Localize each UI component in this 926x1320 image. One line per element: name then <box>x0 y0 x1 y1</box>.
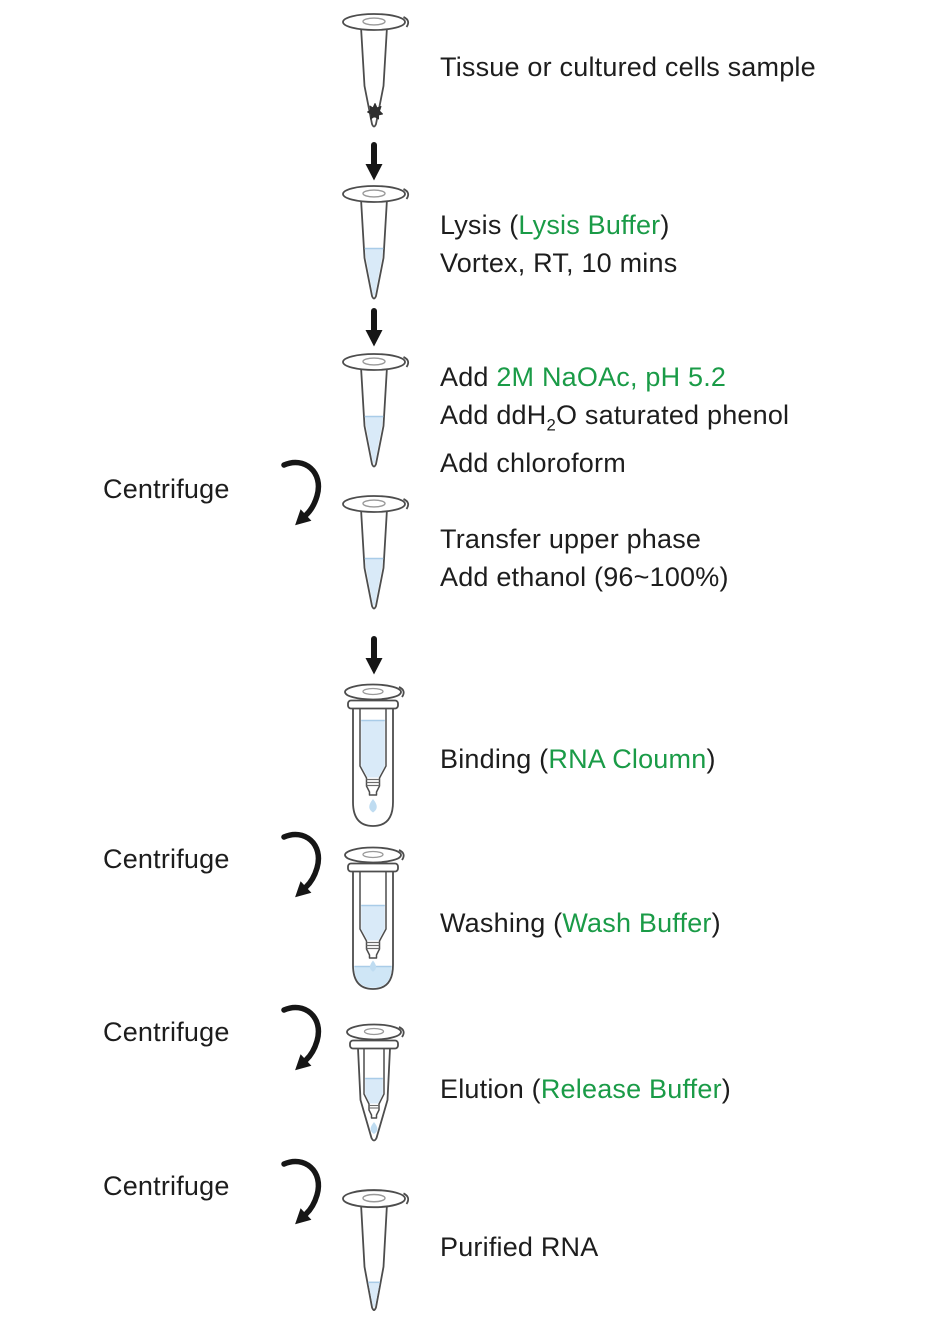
lysis-pre-text: Lysis ( <box>440 210 519 240</box>
purified-rna-text: Purified RNA <box>440 1232 599 1262</box>
binding-pre-text: Binding ( <box>440 744 549 774</box>
ethanol-text: Add ethanol (96~100%) <box>440 562 729 592</box>
spin-column-binding-icon <box>333 682 417 834</box>
wash-buffer-text: Wash Buffer <box>562 908 712 938</box>
release-buffer-text: Release Buffer <box>540 1074 722 1104</box>
step-add-reagents-label: Add 2M NaOAc, pH 5.2 Add ddH2O saturated… <box>440 358 789 482</box>
step-purified-label: Purified RNA <box>440 1228 598 1266</box>
centrifuge-arrow-icon <box>272 458 326 532</box>
ddh2o-subscript: 2 <box>546 415 556 435</box>
spin-column-elution-icon <box>336 1022 416 1154</box>
vortex-text: Vortex, RT, 10 mins <box>440 248 678 278</box>
transfer-line2: Add ethanol (96~100%) <box>440 558 729 596</box>
step-elution-label: Elution (Release Buffer) <box>440 1070 731 1108</box>
chloroform-text: Add chloroform <box>440 448 626 479</box>
down-arrow-icon <box>364 636 384 676</box>
transfer-line1: Transfer upper phase <box>440 520 729 558</box>
microtube-reagents-icon <box>337 352 413 474</box>
microtube-purified-icon <box>337 1188 413 1318</box>
reagents-line1: Add 2M NaOAc, pH 5.2 <box>440 358 789 396</box>
centrifuge-text: Centrifuge <box>103 1017 230 1047</box>
centrifuge-label-1: Centrifuge <box>103 473 230 505</box>
transfer-text: Transfer upper phase <box>440 524 702 554</box>
elution-post-text: ) <box>721 1074 731 1104</box>
binding-post-text: ) <box>706 744 716 774</box>
reagents-line2: Add ddH2O saturated phenol <box>440 396 789 444</box>
naoac-text: 2M NaOAc, pH 5.2 <box>496 362 727 392</box>
microtube-lysis-icon <box>337 184 413 306</box>
spin-column-washing-icon <box>333 845 417 997</box>
centrifuge-label-3: Centrifuge <box>103 1016 230 1048</box>
step-sample-label: Tissue or cultured cells sample <box>440 48 816 86</box>
lysis-line1: Lysis (Lysis Buffer) <box>440 206 677 244</box>
microtube-transfer-icon <box>337 494 413 616</box>
sample-text: Tissue or cultured cells sample <box>440 52 816 82</box>
lysis-line2: Vortex, RT, 10 mins <box>440 244 677 282</box>
add-text: Add <box>440 362 497 392</box>
centrifuge-text: Centrifuge <box>103 1171 230 1201</box>
step-lysis-label: Lysis (Lysis Buffer) Vortex, RT, 10 mins <box>440 206 677 282</box>
step-washing-label: Washing (Wash Buffer) <box>440 904 721 942</box>
centrifuge-arrow-icon <box>272 1003 326 1077</box>
centrifuge-arrow-icon <box>272 1157 326 1231</box>
down-arrow-icon <box>364 308 384 348</box>
washing-post-text: ) <box>711 908 721 938</box>
down-arrow-icon <box>364 142 384 182</box>
washing-pre-text: Washing ( <box>440 908 563 938</box>
centrifuge-label-4: Centrifuge <box>103 1170 230 1202</box>
reagents-line3: Add chloroform <box>440 444 789 482</box>
lysis-post-text: ) <box>660 210 670 240</box>
ddh2o-post-text: O saturated phenol <box>556 400 790 430</box>
lysis-buffer-text: Lysis Buffer <box>518 210 661 240</box>
step-transfer-label: Transfer upper phase Add ethanol (96~100… <box>440 520 729 596</box>
centrifuge-label-2: Centrifuge <box>103 843 230 875</box>
centrifuge-text: Centrifuge <box>103 474 230 504</box>
centrifuge-text: Centrifuge <box>103 844 230 874</box>
elution-pre-text: Elution ( <box>440 1074 541 1104</box>
step-binding-label: Binding (RNA Cloumn) <box>440 740 716 778</box>
microtube-sample-icon <box>337 12 413 134</box>
rna-column-text: RNA Cloumn <box>548 744 707 774</box>
ddh2o-pre-text: Add ddH <box>440 400 547 430</box>
centrifuge-arrow-icon <box>272 830 326 904</box>
